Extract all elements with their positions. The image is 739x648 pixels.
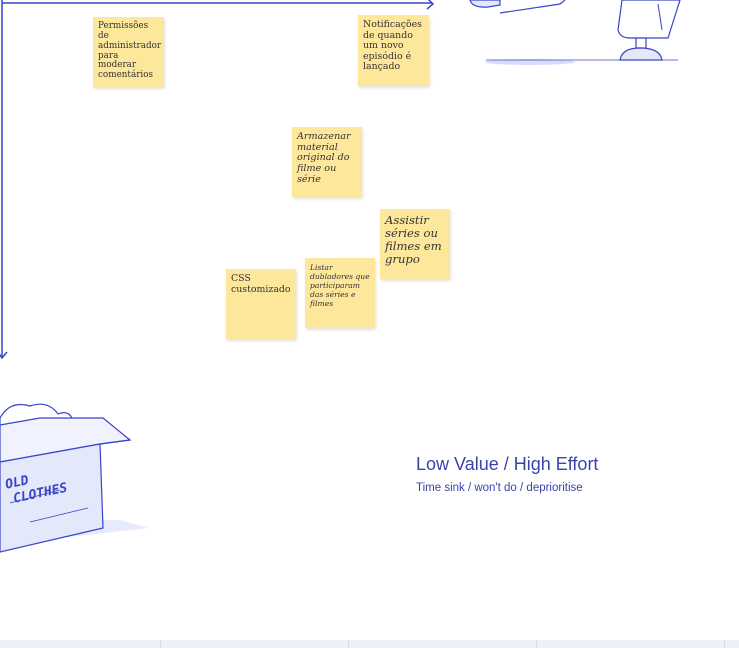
bottom-ruler-strip [0, 640, 739, 648]
sticky-note-admin-perms[interactable]: Permissões de administrador para moderar… [93, 17, 164, 87]
old-clothes-box-illustration [0, 403, 148, 553]
sticky-note-text: Armazenar material original do filme ou … [297, 131, 351, 185]
quadrant-subtitle: Time sink / won't do / deprioritise [416, 482, 583, 494]
sticky-note-text: CSS customizado [231, 273, 291, 295]
sticky-note-notifications[interactable]: Notificações de quando um novo episódio … [358, 15, 429, 86]
sticky-note-watch-group[interactable]: Assistir séries ou filmes em grupo [380, 209, 450, 279]
sticky-note-text: Permissões de administrador para moderar… [98, 21, 162, 81]
figure-illustration [469, 0, 681, 65]
quadrant-title: Low Value / High Effort [416, 454, 599, 474]
ruler-divider [160, 641, 161, 648]
ruler-divider [536, 641, 537, 648]
sticky-note-dubbers[interactable]: Listar dubladores que participaram das s… [305, 258, 375, 328]
horizontal-axis-arrow [426, 0, 435, 10]
sticky-note-text: Assistir séries ou filmes em grupo [385, 213, 442, 266]
sticky-note-text: Notificações de quando um novo episódio … [363, 19, 422, 73]
vertical-axis-arrow [0, 351, 8, 360]
ruler-divider [724, 641, 725, 648]
sticky-note-text: Listar dubladores que participaram das s… [310, 263, 370, 309]
sticky-note-store-material[interactable]: Armazenar material original do filme ou … [292, 127, 362, 197]
sticky-note-custom-css[interactable]: CSS customizado [226, 269, 296, 339]
ruler-divider [348, 641, 349, 648]
